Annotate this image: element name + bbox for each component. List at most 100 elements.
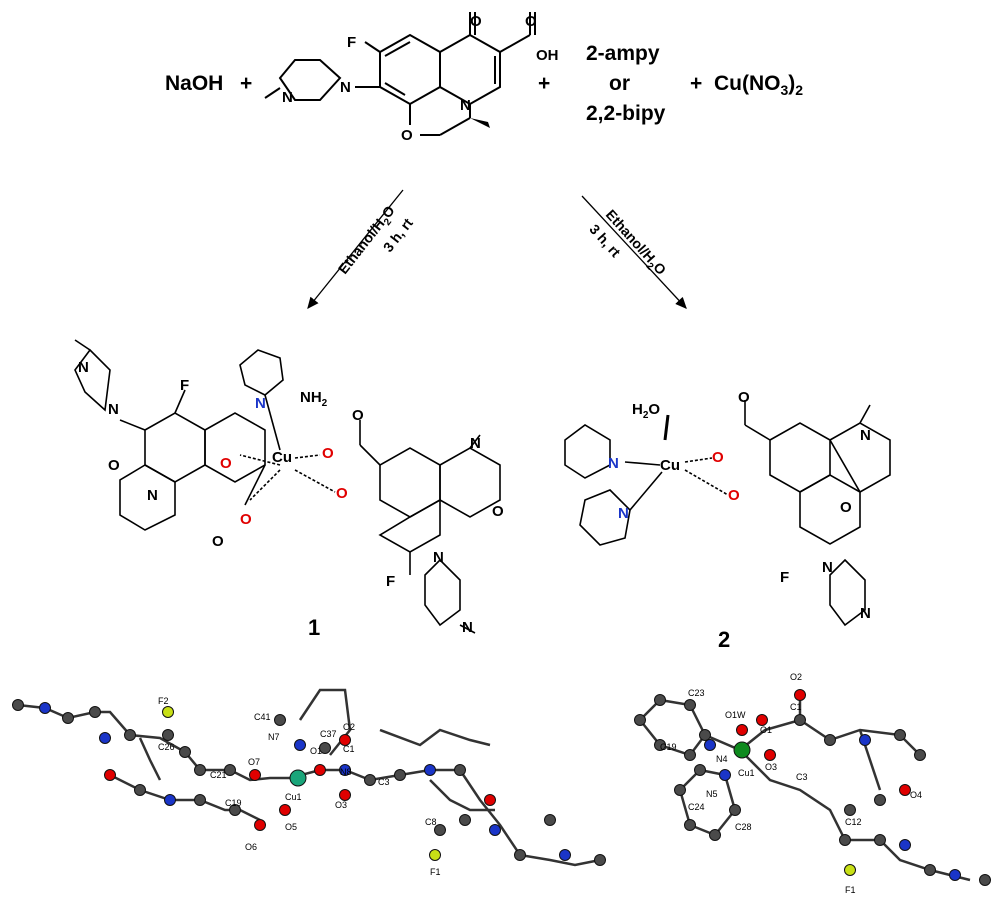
- fluorine-f: F: [347, 34, 356, 51]
- atom-label: O1: [310, 746, 322, 756]
- oxygen-atom: [339, 734, 351, 746]
- n-2b: N: [860, 605, 871, 622]
- carbonyl-o: O: [470, 13, 482, 30]
- carbon-atom: [434, 824, 446, 836]
- nitrogen-atom: [294, 739, 306, 751]
- oxygen-atom: [736, 724, 748, 736]
- carbon-atom: [194, 764, 206, 776]
- carbon-atom: [684, 819, 696, 831]
- atom-label: O7: [248, 757, 260, 767]
- cu-atom-1: Cu: [272, 449, 292, 466]
- n-1f: N: [470, 435, 481, 452]
- carbon-atom: [794, 714, 806, 726]
- f-1a: F: [180, 377, 189, 394]
- carbon-atom: [544, 814, 556, 826]
- carbon-atom: [684, 749, 696, 761]
- carbon-atom: [634, 714, 646, 726]
- o-1b: O: [240, 511, 252, 528]
- o-1f: O: [352, 407, 364, 424]
- atom-label: O3: [335, 800, 347, 810]
- carbon-atom: [844, 804, 856, 816]
- cu-atom-2: Cu: [660, 457, 680, 474]
- compound-1-number: 1: [308, 615, 321, 640]
- atom-label: C41: [254, 712, 271, 722]
- pip-n2: N: [282, 89, 293, 106]
- fluorine-atom: [844, 864, 856, 876]
- oxygen-atom: [794, 689, 806, 701]
- ligand-or: or: [609, 72, 630, 95]
- atom-label: C24: [688, 802, 705, 812]
- carbon-atom: [89, 706, 101, 718]
- atom-label: N5: [706, 789, 718, 799]
- carbon-atom: [12, 699, 24, 711]
- naoh-label: NaOH: [165, 72, 224, 95]
- oxygen-atom: [756, 714, 768, 726]
- atom-label: F2: [158, 696, 169, 706]
- n-1e: N: [462, 619, 473, 636]
- atom-label: C1: [790, 702, 802, 712]
- complex-2-labels: Cu H2O N N O O O F N N N O: [608, 389, 871, 622]
- carbon-atom: [179, 746, 191, 758]
- n-2a: N: [822, 559, 833, 576]
- n-1c: N: [147, 487, 158, 504]
- carbon-atom: [824, 734, 836, 746]
- n-1d: N: [433, 549, 444, 566]
- carbon-atom: [924, 864, 936, 876]
- bipy-n1: N: [608, 455, 619, 472]
- carbon-atom: [874, 794, 886, 806]
- complex-1-structure: [74, 339, 501, 634]
- atom-label: C3: [796, 772, 808, 782]
- nitrogen-atom: [719, 769, 731, 781]
- acid-oh: OH: [536, 47, 559, 64]
- atom-label: O2: [790, 672, 802, 682]
- nitrogen-atom: [339, 764, 351, 776]
- atom-label: C1: [343, 744, 355, 754]
- oxygen-atom: [899, 784, 911, 796]
- nitrogen-atom: [949, 869, 961, 881]
- carbon-atom: [894, 729, 906, 741]
- atom-label: F1: [845, 885, 856, 895]
- carbon-atom: [194, 794, 206, 806]
- carbon-atom: [454, 764, 466, 776]
- water-ligand: H2O: [632, 401, 660, 421]
- o-1g: O: [108, 457, 120, 474]
- oxazine-o: O: [401, 127, 413, 144]
- nitrogen-atom: [859, 734, 871, 746]
- oxygen-atom: [314, 764, 326, 776]
- carbon-atom: [124, 729, 136, 741]
- atom-label: O3: [765, 762, 777, 772]
- o-1c: O: [212, 533, 224, 550]
- carbon-atom: [654, 739, 666, 751]
- atom-label: O1W: [725, 710, 746, 720]
- ampy-nh2: NH2: [300, 389, 328, 409]
- atom-label: C26: [158, 742, 175, 752]
- n-1a: N: [108, 401, 119, 418]
- atom-label: O4: [910, 790, 922, 800]
- f-1b: F: [386, 573, 395, 590]
- compound-2-number: 2: [718, 627, 731, 652]
- n-1b: N: [78, 359, 89, 376]
- crystal-1-text: F2C26O7C21C19O6O5Cu1N7C41C37O1O2C1N8C3O3…: [158, 696, 441, 877]
- nitrogen-atom: [164, 794, 176, 806]
- atom-label: O5: [285, 822, 297, 832]
- plus-sign: +: [538, 72, 551, 95]
- f-2: F: [780, 569, 789, 586]
- atom-label: Cu1: [738, 768, 755, 778]
- carbon-atom: [914, 749, 926, 761]
- carbon-atom: [459, 814, 471, 826]
- atom-label: C12: [845, 817, 862, 827]
- bipy-n2: N: [618, 505, 629, 522]
- acid-o: O: [525, 13, 537, 30]
- carbon-atom: [274, 714, 286, 726]
- carbon-atom: [979, 874, 991, 886]
- atom-label: C21: [210, 770, 227, 780]
- o-2b: O: [728, 487, 740, 504]
- carbon-atom: [684, 699, 696, 711]
- atom-label: C3: [378, 777, 390, 787]
- fluorine-atom: [429, 849, 441, 861]
- complex-2-structure: [564, 400, 891, 627]
- condition-left: Ethanol/H2O 3 h, rt: [335, 202, 416, 276]
- carbon-atom: [364, 774, 376, 786]
- complex-1-labels: Cu N NH2 O O O O O O F F N N N O N N N O: [78, 359, 504, 636]
